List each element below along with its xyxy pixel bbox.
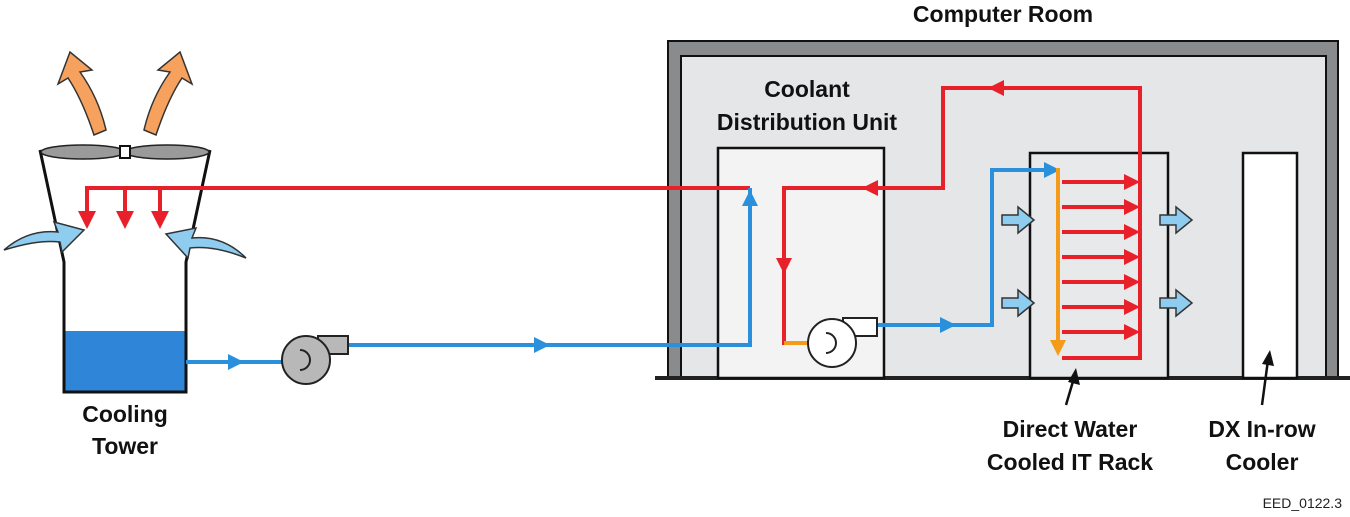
exhaust-arrow-left-icon bbox=[56, 50, 107, 137]
dx-label-1: DX In-row bbox=[1208, 416, 1315, 442]
fan-icon bbox=[40, 144, 210, 160]
room-title: Computer Room bbox=[913, 1, 1093, 27]
dx-label-2: Cooler bbox=[1226, 449, 1299, 475]
cold-pipe-pump-to-cdu bbox=[348, 188, 752, 347]
air-inlet-right-icon bbox=[164, 226, 247, 260]
manifold-arrow bbox=[1050, 340, 1066, 356]
rack-pointer bbox=[1064, 368, 1080, 406]
flow-arrow-hot-top bbox=[988, 80, 1004, 96]
rack-label-1: Direct Water bbox=[1003, 416, 1138, 442]
secondary-cold-pipe bbox=[876, 168, 1058, 327]
cdu-label-2: Distribution Unit bbox=[717, 109, 897, 135]
dx-pointer bbox=[1260, 350, 1274, 406]
figure-id: EED_0122.3 bbox=[1263, 495, 1343, 511]
exhaust-arrow-right-icon bbox=[143, 50, 194, 137]
pump-icon bbox=[281, 335, 349, 385]
flow-arrow-cold-1 bbox=[228, 354, 244, 370]
air-inlet-left-icon bbox=[3, 220, 86, 254]
cdu-pump-icon bbox=[807, 317, 878, 368]
rack-heat-arrows bbox=[1062, 180, 1128, 334]
secondary-hot-pipe bbox=[782, 86, 1142, 360]
flow-arrow-secondary-cold-2 bbox=[1044, 162, 1060, 178]
flow-arrow-cold-2 bbox=[534, 337, 550, 353]
rack-heat-arrowheads bbox=[1124, 174, 1140, 340]
it-rack-box bbox=[1028, 151, 1170, 380]
hot-return-pipe bbox=[78, 186, 750, 229]
dx-cooler-box bbox=[1241, 151, 1299, 380]
rack-label-2: Cooled IT Rack bbox=[987, 449, 1153, 475]
flow-arrow-hot-mid bbox=[862, 180, 878, 196]
air-arrow-icon bbox=[1001, 205, 1194, 318]
tower-water bbox=[65, 331, 185, 391]
flow-arrow-hot-down bbox=[776, 258, 792, 274]
tower-label-1: Cooling bbox=[82, 401, 168, 427]
tower-label-2: Tower bbox=[92, 433, 158, 459]
flow-arrow-secondary-cold bbox=[940, 317, 956, 333]
cdu-label-1: Coolant bbox=[764, 76, 850, 102]
flow-arrow-cold-3 bbox=[742, 190, 758, 206]
